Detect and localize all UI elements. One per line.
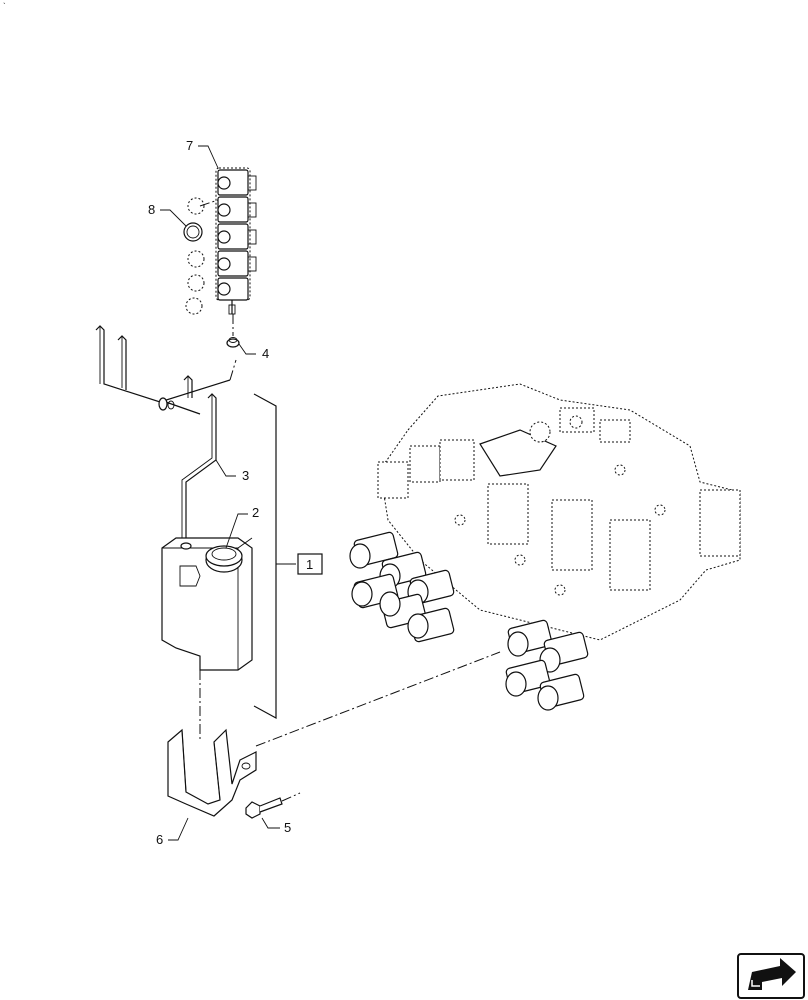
hose-harness: [95, 325, 237, 540]
assembly-bracket: [253, 393, 501, 747]
coupler-group-right: [505, 619, 589, 711]
corner-mark: `: [3, 2, 6, 11]
callout-leaders: [160, 145, 323, 841]
callout-4: 4: [262, 346, 269, 361]
callout-labels: 7 8 4 3 2 1 5 6: [148, 138, 313, 847]
callout-7: 7: [186, 138, 193, 153]
bolt: [245, 792, 301, 819]
mounting-bracket: [167, 728, 257, 817]
callout-5: 5: [284, 820, 291, 835]
arrow-box-icon: [748, 958, 796, 990]
control-valve-assembly: [349, 383, 741, 711]
callout-3: 3: [242, 468, 249, 483]
fitting: [226, 314, 240, 348]
reservoir-tank: [161, 537, 253, 740]
callout-8: 8: [148, 202, 155, 217]
coupler-group-left: [349, 531, 455, 643]
callout-6: 6: [156, 832, 163, 847]
navigation-button[interactable]: [737, 953, 805, 999]
seal-rings: [183, 197, 219, 315]
callout-1: 1: [306, 557, 313, 572]
callout-2: 2: [252, 505, 259, 520]
connector-block: [215, 167, 257, 315]
